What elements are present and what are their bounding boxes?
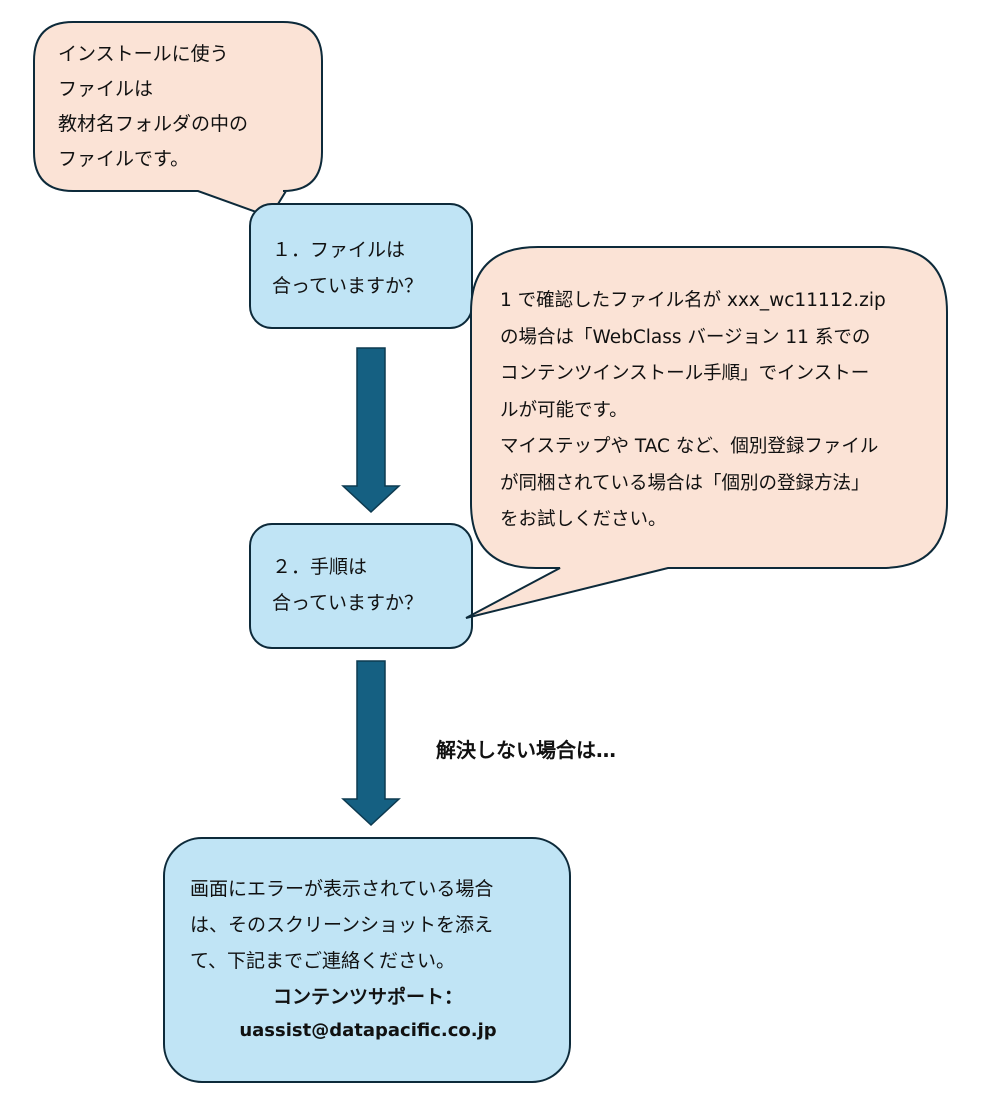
support-email[interactable]: uassist@datapacific.co.jp: [239, 1020, 497, 1041]
support-box: [163, 837, 571, 1083]
down-arrow-2: [341, 660, 401, 827]
unresolved-note: 解決しない場合は…: [436, 738, 616, 762]
callout-bubble-right: [465, 246, 948, 619]
step1-label: １．ファイルは 合っていますか？: [272, 239, 424, 297]
support-instructions: 画面にエラーが表示されている場合 は、そのスクリーンショットを添え て、下記まで…: [190, 878, 494, 972]
callout-text-install-file: インストールに使う ファイルは 教材名フォルダの中の ファイルです。: [58, 43, 249, 170]
step2-box: [249, 523, 473, 649]
callout-text-install-procedure: 1 で確認したファイル名が xxx_wc11112.zip の場合は「WebCl…: [500, 290, 886, 530]
step1-box: [249, 203, 473, 329]
step2-label: ２．手順は 合っていますか？: [272, 556, 424, 614]
down-arrow-1: [341, 347, 401, 514]
support-title: コンテンツサポート：: [272, 986, 463, 1008]
